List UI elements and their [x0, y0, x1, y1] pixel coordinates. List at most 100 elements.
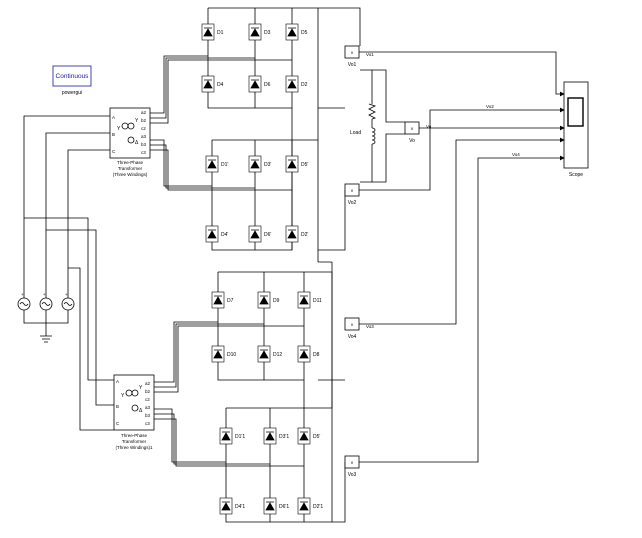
load-block[interactable]: Load: [350, 69, 405, 183]
scope-block[interactable]: Scope: [563, 81, 589, 178]
diode-label: D9: [273, 298, 280, 304]
diode-icon: [250, 159, 260, 169]
diode-d5p[interactable]: D5': [297, 427, 320, 445]
transformer-1-secondary-wiring: [150, 55, 292, 191]
diode-icon: [207, 229, 217, 239]
transformer-1[interactable]: A B C a2 b2 c2 a3 b3 c3 Y Y Δ Three-Phas…: [109, 107, 151, 177]
signal-label: Vo3: [366, 324, 374, 329]
transformer-2-secondary-wiring: [154, 321, 304, 467]
diode-d1p1[interactable]: D1'1: [219, 427, 245, 445]
diode-d12[interactable]: D12: [257, 345, 282, 363]
diode-icon: [221, 431, 231, 441]
powergui-block[interactable]: Continuous powergui: [52, 65, 92, 96]
diode-icon: [213, 349, 223, 359]
scope-screen-icon: [567, 97, 584, 127]
diode-icon: [287, 27, 297, 37]
diode-label: D11: [313, 298, 322, 304]
diode-d4p1[interactable]: D4'1: [219, 497, 245, 515]
voltmeter-vo2[interactable]: v Vo2: [344, 183, 360, 206]
voltmeter-name: Vo: [409, 138, 415, 144]
voltmeter-vo4[interactable]: v Vo4 Vo3: [344, 317, 374, 340]
diode-icon: [299, 501, 309, 511]
diode-icon: [259, 295, 269, 305]
diode-icon: [221, 501, 231, 511]
diode-d3[interactable]: D3: [248, 23, 271, 41]
diode-icon: [250, 229, 260, 239]
sine-wave-icon: [41, 302, 51, 306]
port-label: A: [116, 379, 119, 384]
transformer-2[interactable]: A B C a2 b2 c2 a3 b3 c3 Y Y Δ Three-Phas…: [113, 374, 155, 450]
diode-d5p[interactable]: D5': [285, 155, 308, 173]
diode-label: D7: [227, 298, 234, 304]
winding-icon: [131, 404, 139, 412]
port-label: a3: [141, 134, 147, 139]
port-label: c3: [141, 150, 146, 155]
diode-d11[interactable]: D11: [297, 291, 322, 309]
diode-label: D6': [264, 232, 271, 238]
diode-d2[interactable]: D2: [285, 75, 308, 93]
diode-d2p1[interactable]: D2'1: [297, 497, 323, 515]
voltmeter-name: Vo4: [348, 334, 357, 340]
voltmeter-vo[interactable]: v Vo Vo: [404, 121, 432, 144]
voltmeter-vo1[interactable]: v Vo1 Vo1: [344, 45, 374, 68]
powergui-button-label: Continuous: [56, 73, 90, 80]
voltmeter-icon: v: [351, 322, 354, 327]
port-label: a2: [145, 381, 151, 386]
resistor-icon: [368, 103, 377, 120]
diode-d5[interactable]: D5: [285, 23, 308, 41]
diode-label: D1': [221, 162, 228, 168]
diode-icon: [287, 229, 297, 239]
diode-label: D3: [264, 30, 271, 36]
y-symbol-icon: Y: [117, 126, 121, 132]
delta-symbol-icon: Δ: [139, 408, 143, 414]
diode-label: D5': [301, 162, 308, 168]
diode-d3p1[interactable]: D3'1: [263, 427, 289, 445]
load-label: Load: [350, 130, 361, 136]
diode-d9[interactable]: D9: [257, 291, 280, 309]
diode-label: D8: [313, 352, 320, 358]
diode-d4p[interactable]: D4': [205, 225, 228, 243]
y-symbol-icon: Y: [135, 118, 139, 124]
diode-d10[interactable]: D10: [211, 345, 236, 363]
three-phase-sources: + + +: [17, 115, 114, 431]
diode-d4[interactable]: D4: [201, 75, 224, 93]
port-label: b2: [141, 118, 147, 123]
diode-d1p[interactable]: D1': [205, 155, 228, 173]
diode-d6p1[interactable]: D6'1: [263, 497, 289, 515]
powergui-caption: powergui: [62, 90, 82, 96]
diode-d7[interactable]: D7: [211, 291, 234, 309]
diode-d3p[interactable]: D3': [248, 155, 271, 173]
port-label: A: [112, 115, 115, 120]
diode-d1[interactable]: D1: [201, 23, 224, 41]
winding-icon: [127, 136, 135, 144]
y-symbol-icon: Y: [139, 385, 143, 391]
diode-icon: [299, 349, 309, 359]
transformer-1-title-2: Transformer: [118, 166, 143, 171]
diode-icon: [250, 27, 260, 37]
diode-icon: [265, 431, 275, 441]
port-label: c2: [145, 397, 150, 402]
diode-label: D6: [264, 82, 271, 88]
ground-icon: [40, 335, 52, 343]
transformer-2-title-2: Transformer: [122, 439, 147, 444]
voltmeter-vo3[interactable]: v Vo3: [344, 455, 360, 478]
voltmeter-name: Vo3: [348, 472, 357, 478]
diode-icon: [203, 27, 213, 37]
diode-label: D3'1: [279, 434, 289, 440]
diode-label: D2'1: [313, 504, 323, 510]
signal-lines: Vo2 Vo4: [359, 51, 565, 463]
diode-d6p[interactable]: D6': [248, 225, 271, 243]
diode-icon: [259, 349, 269, 359]
source-plus-c: +: [65, 292, 68, 297]
diode-d8[interactable]: D8: [297, 345, 320, 363]
diode-d2p[interactable]: D2': [285, 225, 308, 243]
diode-d6[interactable]: D6: [248, 75, 271, 93]
port-label: b3: [145, 413, 151, 418]
diode-label: D1'1: [235, 434, 245, 440]
winding-icon: [127, 122, 135, 130]
diode-icon: [213, 295, 223, 305]
voltmeter-name: Vo2: [348, 200, 357, 206]
port-label: C: [112, 149, 116, 154]
